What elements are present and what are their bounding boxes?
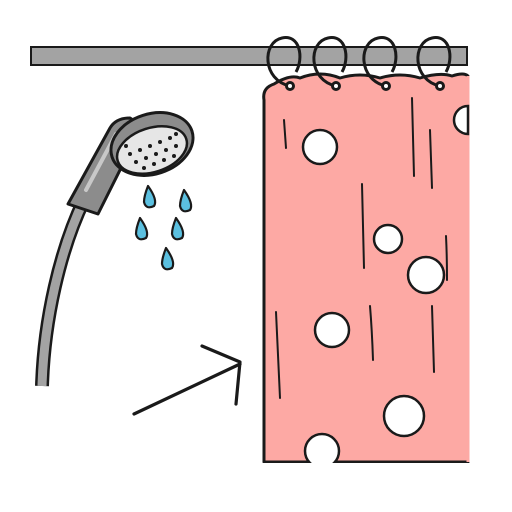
curtain-rings xyxy=(266,36,452,91)
arrow-icon xyxy=(132,344,242,416)
shower-head-icon xyxy=(66,111,195,216)
water-drops-icon xyxy=(134,184,193,271)
shower-head-nozzles xyxy=(124,132,178,170)
shower-curtain-icon xyxy=(260,72,472,483)
shower-hose xyxy=(35,196,91,387)
curtain-polka-dots xyxy=(301,104,470,470)
curtain-rod-icon xyxy=(30,46,468,66)
